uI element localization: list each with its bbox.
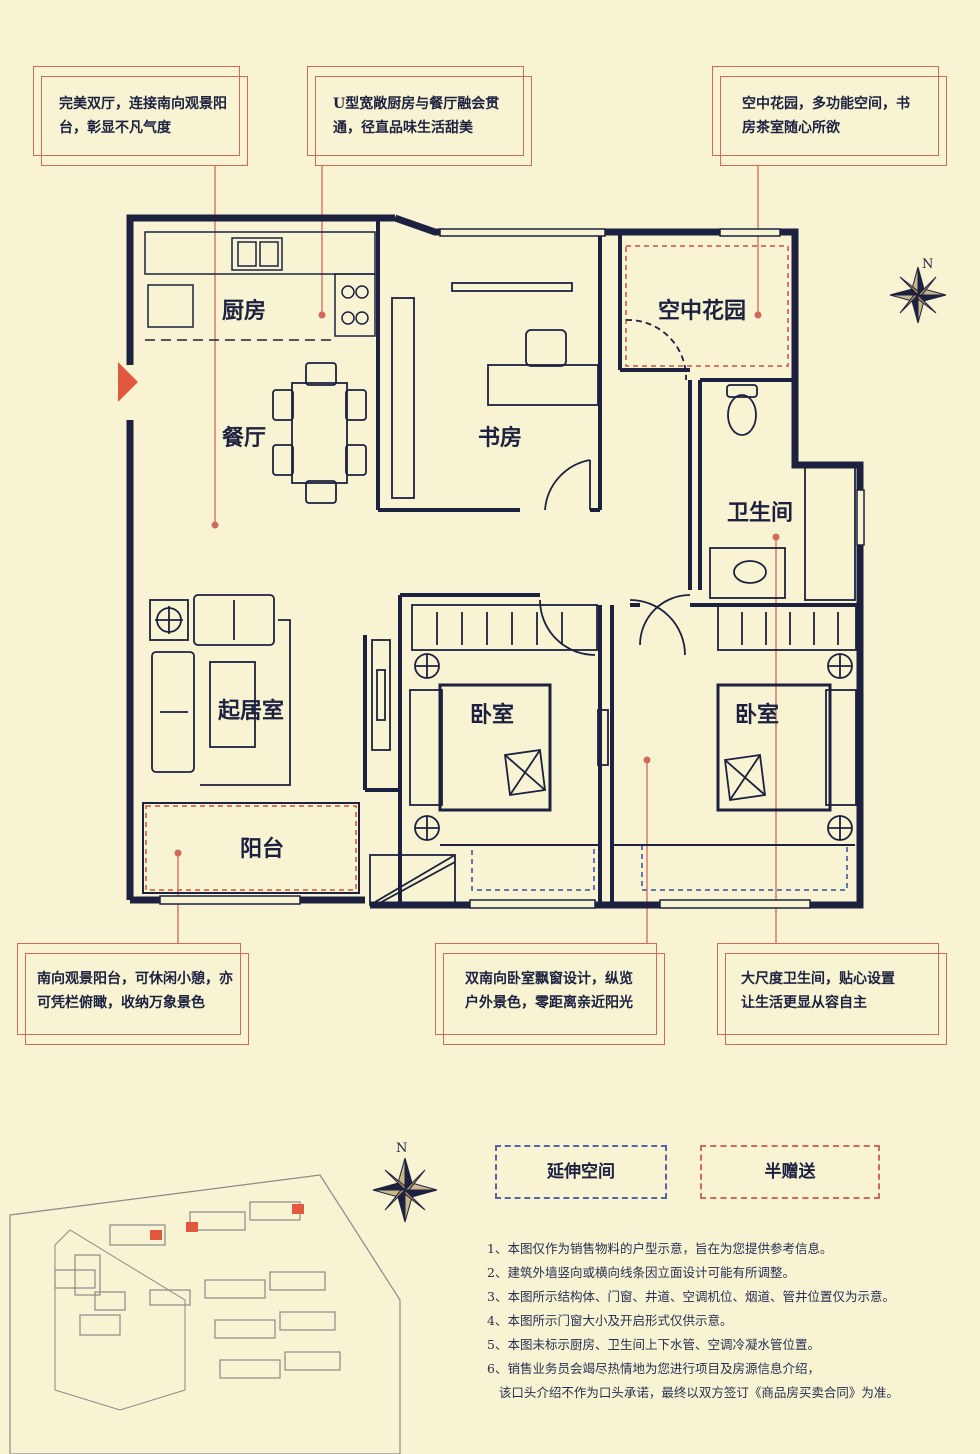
callout-kitchen: U型宽敞厨房与餐厅融会贯 通，径直品味生活甜美 bbox=[307, 66, 532, 166]
callout-bathroom: 大尺度卫生间，贴心设置 让生活更显从容自主 bbox=[717, 943, 947, 1045]
callout-sky-garden-line2: 房茶室随心所欲 bbox=[742, 120, 840, 136]
callout-balcony-line1: 南向观景阳台，可休闲小憩，亦 bbox=[37, 971, 233, 987]
callout-balcony-line2: 可凭栏俯瞰，收纳万象景色 bbox=[37, 995, 205, 1011]
site-compass-icon bbox=[372, 1157, 438, 1223]
room-label-bedroom-left: 卧室 bbox=[470, 702, 514, 728]
room-label-living: 起居室 bbox=[217, 698, 284, 724]
note-item: 1、本图仅作为销售物料的户型示意，旨在为您提供参考信息。 bbox=[487, 1241, 833, 1256]
balcony-half-gift-area bbox=[145, 805, 357, 891]
callout-bedrooms: 双南向卧室飘窗设计，纵览 户外景色，零距离亲近阳光 bbox=[435, 943, 665, 1045]
site-plan bbox=[9, 1174, 401, 1454]
note-item: 2、建筑外墙竖向或横向线条因立面设计可能有所调整。 bbox=[487, 1265, 795, 1280]
site-compass-north-label: N bbox=[396, 1141, 407, 1156]
legend-half-gift-label: 半赠送 bbox=[764, 1162, 816, 1182]
right-bay-window-area bbox=[641, 844, 848, 891]
windows bbox=[159, 228, 865, 909]
callout-sky-garden-line1: 空中花园，多功能空间，书 bbox=[742, 96, 910, 112]
right-bedroom-furniture bbox=[597, 599, 857, 841]
sky-garden-extended-area bbox=[625, 245, 789, 367]
left-bedroom-furniture bbox=[409, 599, 598, 841]
note-item: 6、销售业务员会竭尽热情地为您进行项目及房源信息介绍， bbox=[487, 1361, 820, 1376]
note-item: 该口头介绍不作为口头承诺，最终以双方签订《商品房买卖合同》为准。 bbox=[487, 1385, 899, 1400]
left-bay-window-area bbox=[471, 844, 595, 891]
room-label-bathroom: 卫生间 bbox=[727, 500, 793, 526]
room-label-balcony: 阳台 bbox=[240, 836, 284, 862]
callout-bedrooms-line1: 双南向卧室飘窗设计，纵览 bbox=[465, 971, 633, 987]
callout-bathroom-line1: 大尺度卫生间，贴心设置 bbox=[741, 971, 895, 987]
disclaimer-notes: 1、本图仅作为销售物料的户型示意，旨在为您提供参考信息。 2、建筑外墙竖向或横向… bbox=[487, 1237, 967, 1405]
callout-double-hall-line2: 台，彰显不凡气度 bbox=[59, 120, 171, 136]
note-item: 5、本图未标示厨房、卫生间上下水管、空调冷凝水管位置。 bbox=[487, 1337, 820, 1352]
callout-bathroom-line2: 让生活更显从容自主 bbox=[741, 995, 867, 1011]
kitchen-fixtures bbox=[144, 231, 376, 341]
room-label-kitchen: 厨房 bbox=[222, 298, 266, 324]
callout-double-hall-line1: 完美双厅，连接南向观景阳 bbox=[59, 96, 227, 112]
callout-bedrooms-line2: 户外景色，零距离亲近阳光 bbox=[465, 995, 633, 1011]
callout-double-hall: 完美双厅，连接南向观景阳 台，彰显不凡气度 bbox=[33, 66, 248, 166]
callout-kitchen-line1: U型宽敞厨房与餐厅融会贯 bbox=[333, 96, 500, 112]
dining-table bbox=[272, 362, 367, 504]
site-plan-highlight bbox=[150, 1204, 304, 1240]
compass-north-label: N bbox=[922, 257, 933, 272]
room-label-bedroom-right: 卧室 bbox=[735, 702, 779, 728]
entrance-arrow-icon bbox=[118, 362, 138, 402]
compass-icon bbox=[889, 266, 947, 324]
callout-kitchen-line2: 通，径直品味生活甜美 bbox=[333, 120, 473, 136]
legend-extended-space-label: 延伸空间 bbox=[547, 1162, 615, 1182]
room-label-study: 书房 bbox=[478, 425, 522, 451]
callout-balcony: 南向观景阳台，可休闲小憩，亦 可凭栏俯瞰，收纳万象景色 bbox=[17, 943, 249, 1045]
room-label-dining: 餐厅 bbox=[222, 425, 266, 451]
living-furniture bbox=[149, 594, 391, 786]
study-furniture bbox=[391, 282, 599, 511]
legend-half-gift: 半赠送 bbox=[700, 1145, 880, 1199]
note-item: 3、本图所示结构体、门窗、井道、空调机位、烟道、管井位置仅为示意。 bbox=[487, 1289, 895, 1304]
note-item: 4、本图所示门窗大小及开启形式仅供示意。 bbox=[487, 1313, 733, 1328]
bathroom-fixtures bbox=[639, 384, 856, 646]
room-label-sky-garden: 空中花园 bbox=[658, 298, 746, 324]
callout-sky-garden: 空中花园，多功能空间，书 房茶室随心所欲 bbox=[712, 66, 947, 166]
legend-extended-space: 延伸空间 bbox=[495, 1145, 667, 1199]
